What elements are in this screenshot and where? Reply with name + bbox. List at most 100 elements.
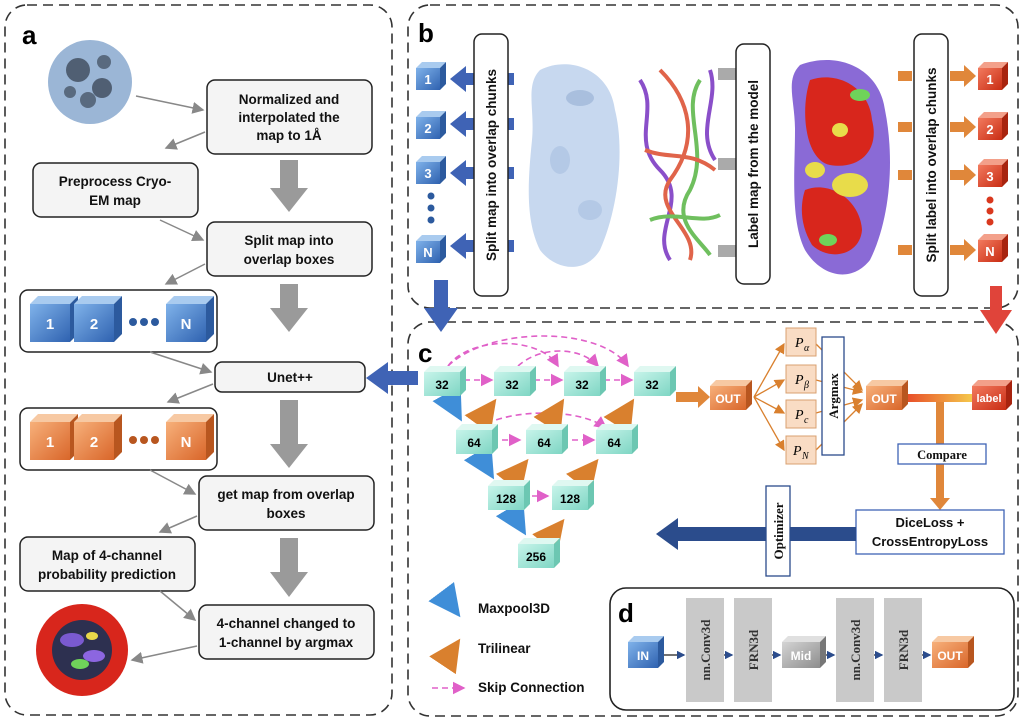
d-out-cube (932, 636, 974, 668)
unet-node-64-a (456, 424, 498, 454)
probability-map-line-2: probability prediction (38, 567, 176, 582)
out-cube-2 (866, 380, 908, 410)
loss-line-2: CrossEntropyLoss (872, 534, 988, 549)
label-cube (972, 380, 1012, 410)
compare-box (897, 443, 987, 465)
d-out-label: OUT (937, 649, 963, 663)
label-model-label: Label map from the model (746, 80, 761, 248)
label-model-box (735, 43, 771, 285)
argmax-step-line-1: 4-channel changed to (217, 616, 356, 631)
normalize-step-line-2: interpolated the (238, 110, 340, 125)
flow-arrow-down-2 (270, 284, 308, 332)
blue-chunk-2-label: 2 (90, 316, 98, 333)
b-red-cube-3-label: 3 (986, 169, 993, 184)
blue-chunks-tray (19, 289, 218, 353)
orange-chunk-n-label: N (181, 434, 192, 451)
connector-arrows-a (130, 95, 214, 664)
unet-node-32-d-label: 32 (645, 378, 659, 392)
merge-map-line-2: boxes (266, 506, 305, 521)
p-c-box (785, 399, 817, 429)
cryo-em-map-image (48, 40, 132, 124)
orange-chunk-n (166, 414, 214, 460)
preprocess-line-1: Preprocess Cryo- (59, 174, 172, 189)
d-conv1-label: nn.Conv3d (698, 619, 713, 681)
panel-a-frame (4, 4, 393, 716)
protein-ribbon-image (638, 68, 721, 262)
unet-node-128-b-label: 128 (560, 492, 580, 506)
p-alpha-box (785, 327, 817, 357)
unet-node-128-b (552, 480, 594, 510)
probability-map-box (19, 536, 196, 592)
optimizer-label: Optimizer (771, 502, 786, 559)
legend-trilinear-icon (429, 638, 461, 675)
b-blue-cube-n-label: N (423, 245, 432, 260)
d-frn1-label: FRN3d (746, 629, 761, 670)
blue-chunk-ellipsis (129, 318, 159, 326)
p-alpha-sub: α (804, 343, 810, 354)
unet-label: Unet++ (267, 370, 313, 385)
split-label-label: Split label into overlap chunks (924, 67, 939, 262)
legend-skip-label: Skip Connection (478, 680, 585, 695)
b-blue-cube-2-label: 2 (424, 121, 431, 136)
split-boxes-line-2: overlap boxes (244, 252, 335, 267)
panel-b-letter: b (418, 18, 434, 48)
optimizer-arrow (656, 518, 856, 550)
d-conv2-block (836, 598, 874, 702)
d-frn2-block (884, 598, 922, 702)
maxpool-arrows (432, 385, 527, 536)
p-n-box (785, 435, 817, 465)
d-mid-cube (782, 636, 826, 668)
b-red-cube-n-label: N (985, 244, 994, 259)
b-blue-cube-1-label: 1 (424, 72, 431, 87)
unet-node-64-a-label: 64 (467, 436, 481, 450)
blue-chunk-2 (74, 296, 122, 342)
orange-chunk-ellipsis (129, 436, 159, 444)
label-cube-text: label (976, 393, 1001, 405)
p-c-sub: c (804, 415, 809, 426)
unet-node-64-c-label: 64 (607, 436, 621, 450)
blue-chunk-n (166, 296, 214, 342)
d-in-label: IN (637, 649, 649, 663)
out-cube-1 (710, 380, 752, 410)
d-frn2-label: FRN3d (896, 629, 911, 670)
p-n-sub: N (801, 451, 810, 462)
legend-maxpool-icon (428, 582, 461, 618)
compare-label: Compare (917, 448, 967, 462)
argmax-label: Argmax (826, 373, 841, 419)
argmax-step-box (198, 604, 375, 660)
b-red-cubes (978, 62, 1008, 262)
p-alpha-label: P (794, 336, 804, 351)
unet-node-32-a-label: 32 (435, 378, 449, 392)
normalize-step-box (206, 79, 373, 155)
legend-trilinear-label: Trilinear (478, 641, 531, 656)
trilinear-arrows (464, 398, 635, 554)
p-beta-box (785, 364, 817, 394)
loss-line-1: DiceLoss + (895, 515, 964, 530)
prob-fan-arrows (753, 342, 864, 452)
unet-node-32-d (634, 366, 676, 396)
d-mid-label: Mid (791, 649, 812, 663)
preprocess-box (32, 162, 199, 218)
preprocess-line-2: EM map (89, 193, 141, 208)
d-frn1-block (734, 598, 772, 702)
panel-d-frame (609, 587, 1015, 711)
split-label-box (913, 33, 949, 297)
unet-node-128-a-label: 128 (496, 492, 516, 506)
normalize-step-line-3: map to 1Å (256, 128, 322, 143)
out-cube-1-label: OUT (715, 392, 741, 406)
d-conv2-label: nn.Conv3d (848, 619, 863, 681)
b-red-cube-1-label: 1 (986, 72, 993, 87)
unet-node-32-c (564, 366, 606, 396)
legend-maxpool-label: Maxpool3D (478, 601, 550, 616)
probability-map-line-1: Map of 4-channel (52, 548, 162, 563)
flow-arrow-down-3 (270, 400, 308, 468)
labelled-map-image (36, 604, 128, 696)
unet-box (214, 361, 366, 393)
p-beta-sub: β (803, 380, 809, 391)
optimizer-box (765, 485, 791, 577)
normalize-step-line-1: Normalized and (239, 92, 340, 107)
unet-node-32-b (494, 366, 536, 396)
orange-chunk-2-label: 2 (90, 434, 98, 451)
unet-node-32-b-label: 32 (505, 378, 519, 392)
